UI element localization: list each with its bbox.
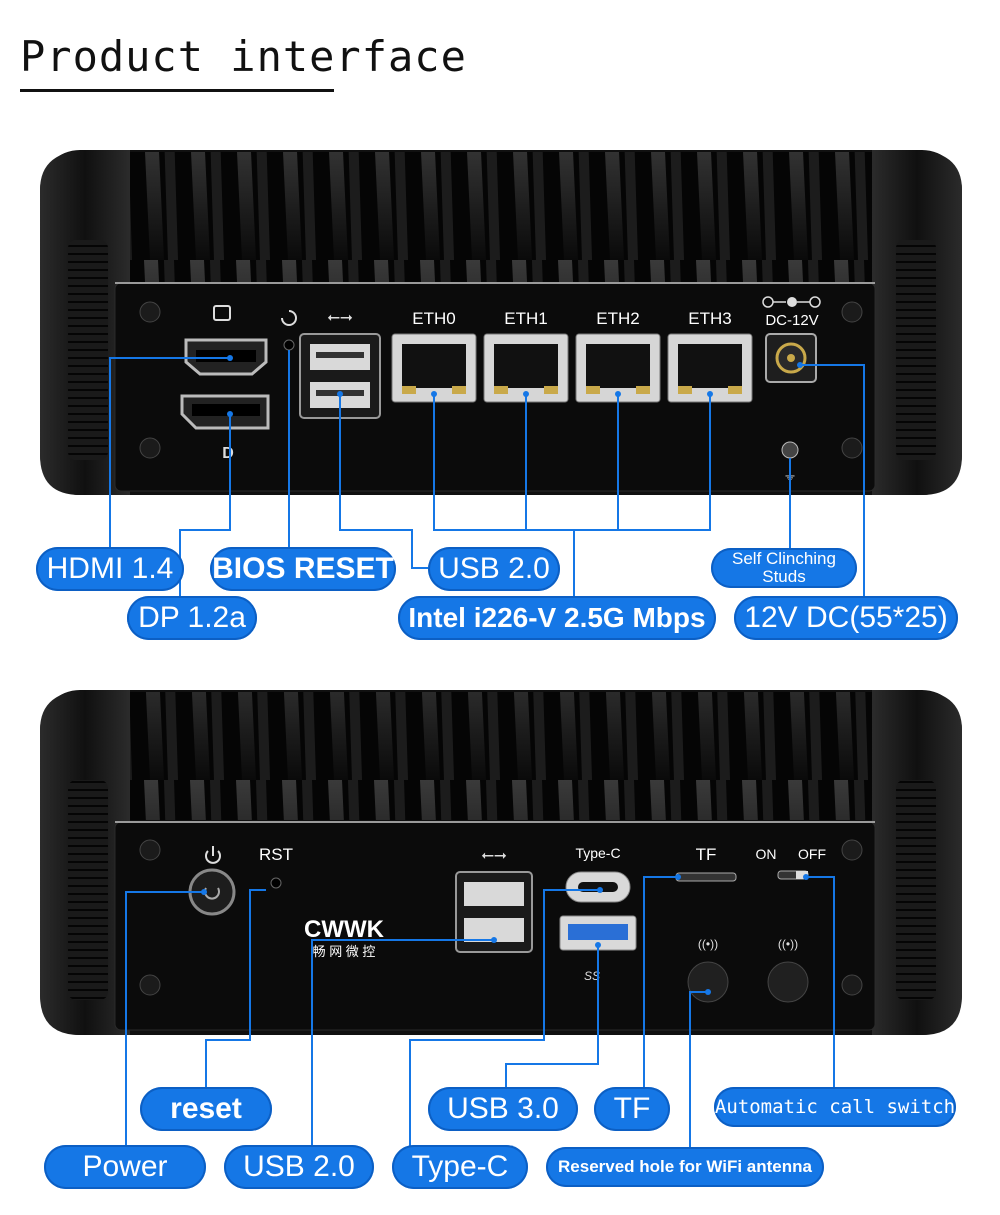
tf-label: TF [696, 845, 717, 864]
wifi-antenna-icon: ((•)) [778, 937, 798, 951]
rst-label: RST [259, 845, 293, 864]
usb3-callout: USB 3.0 [428, 1087, 578, 1131]
hdmi-callout: HDMI 1.4 [36, 547, 184, 591]
dp-symbol-icon: D [222, 445, 234, 462]
bottom-right-vent [896, 780, 936, 1000]
ground-stud [781, 441, 799, 459]
wifi-antenna-icon: ((•)) [698, 937, 718, 951]
bios-reset-callout: BIOS RESET [210, 547, 396, 591]
typec-label: Type-C [575, 845, 620, 861]
reset-callout: reset [140, 1087, 272, 1131]
bottom-heatsink-fins [110, 692, 890, 820]
ethernet-callout: Intel i226-V 2.5G Mbps [398, 596, 716, 640]
dp-callout: DP 1.2a [127, 596, 257, 640]
eth2-port [575, 333, 661, 403]
tf-slot [675, 872, 737, 882]
eth2-label: ETH2 [596, 309, 639, 328]
title-underline [20, 89, 334, 92]
switch-on-label: ON [756, 846, 777, 862]
tf-callout: TF [594, 1087, 670, 1131]
brand-logo: CWWK [304, 916, 385, 943]
studs-callout: Self Clinching Studs [711, 548, 857, 588]
brand-chinese-logo: 畅 网 微 控 [313, 944, 376, 959]
screw-icon [841, 839, 863, 861]
eth3-port [667, 333, 753, 403]
usb2-bottom-callout: USB 2.0 [224, 1145, 374, 1189]
eth0-port [391, 333, 477, 403]
usb-symbol-icon: ⭠⭢ [327, 309, 353, 326]
eth0-label: ETH0 [412, 309, 455, 328]
wifi-hole-callout: Reserved hole for WiFi antenna [546, 1147, 824, 1187]
dc-label: DC-12V [765, 312, 818, 329]
wifi-antenna-hole [767, 961, 809, 1003]
screw-icon [841, 301, 863, 323]
screw-icon [841, 437, 863, 459]
eth1-label: ETH1 [504, 309, 547, 328]
usb2-callout: USB 2.0 [428, 547, 560, 591]
typec-callout: Type-C [392, 1145, 528, 1189]
hdmi-symbol-icon [213, 305, 231, 321]
screw-icon [139, 839, 161, 861]
power-callout: Power [44, 1145, 206, 1189]
eth3-label: ETH3 [688, 309, 731, 328]
eth1-port [483, 333, 569, 403]
usb-symbol-icon: ⭠⭢ [481, 847, 507, 864]
bios-reset-icon [281, 310, 297, 326]
screw-icon [139, 301, 161, 323]
bottom-left-vent [68, 780, 108, 1000]
auto-switch-callout: Automatic call switch [714, 1087, 956, 1127]
top-left-vent [68, 240, 108, 460]
screw-icon [841, 974, 863, 996]
screw-icon [139, 437, 161, 459]
top-right-vent [896, 240, 936, 460]
top-heatsink-fins [110, 152, 890, 282]
power-symbol-icon [205, 846, 221, 864]
bios-reset-hole [283, 339, 295, 351]
wifi-antenna-hole [687, 961, 729, 1003]
top-device: D ⭠⭢ [40, 150, 962, 495]
dc-power-callout: 12V DC(55*25) [734, 596, 958, 640]
screw-icon [139, 974, 161, 996]
reset-hole [270, 877, 282, 889]
bottom-leader-lines [125, 876, 835, 1150]
page-title: Product interface [20, 32, 467, 81]
usb3-ss-icon: SS [584, 969, 600, 983]
bottom-device: RST CWWK 畅 网 微 控 ⭠⭢ Type-C SS TF ON OFF … [40, 690, 962, 1035]
dc-polarity-icon [762, 296, 821, 308]
switch-off-label: OFF [798, 846, 826, 862]
